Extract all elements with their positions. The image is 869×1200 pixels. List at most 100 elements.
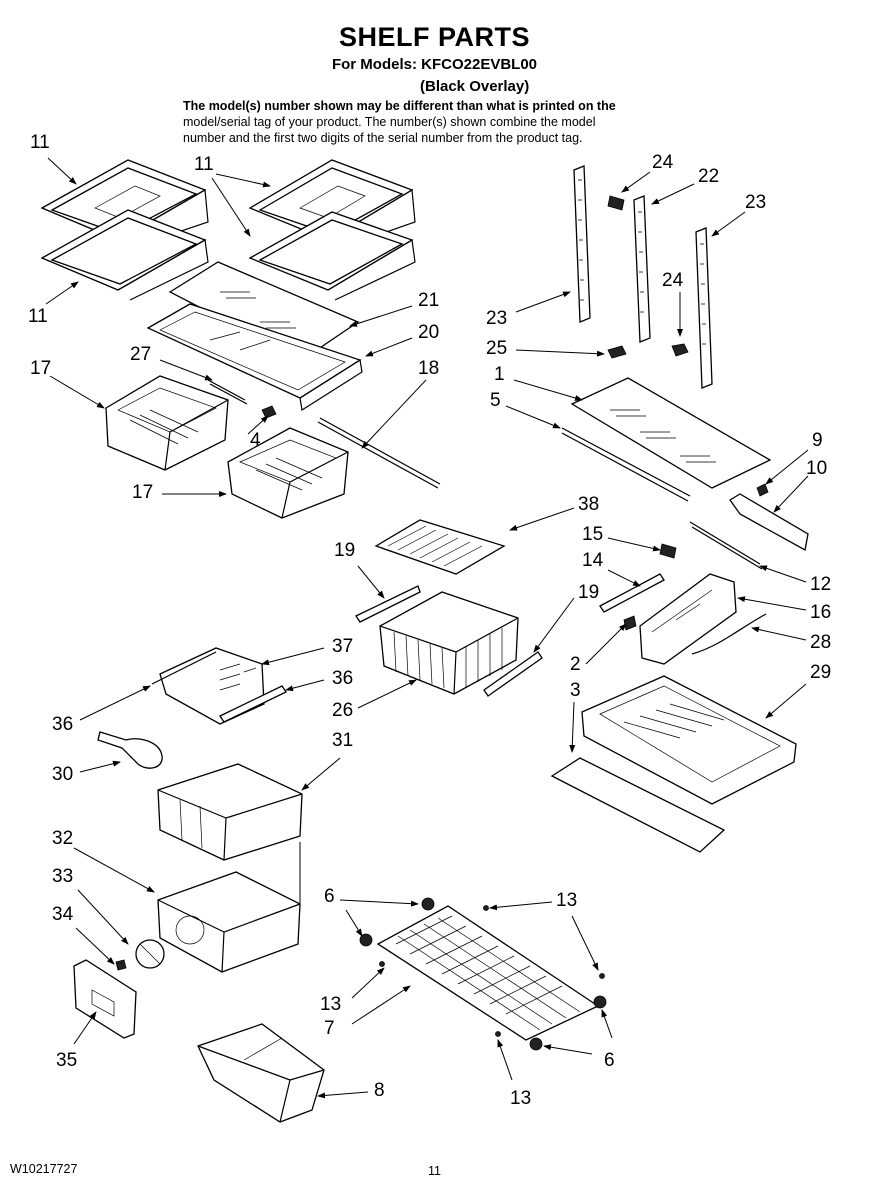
part-23-shelf-ladder-left bbox=[573, 165, 591, 323]
callout-6-lower: 6 bbox=[604, 1050, 615, 1071]
callout-19-left: 19 bbox=[334, 540, 356, 561]
callout-9: 9 bbox=[812, 430, 823, 451]
callout-18: 18 bbox=[418, 358, 440, 379]
callout-25: 25 bbox=[486, 338, 508, 359]
part-16-control-housing bbox=[639, 573, 737, 665]
notice-line-2: model/serial tag of your product. The nu… bbox=[183, 115, 596, 129]
part-34-clip bbox=[115, 959, 127, 971]
variant-line: (Black Overlay) bbox=[420, 78, 530, 95]
part-5-trim-strip bbox=[561, 427, 691, 502]
callout-14: 14 bbox=[582, 550, 604, 571]
callout-7: 7 bbox=[324, 1018, 335, 1039]
callout-26: 26 bbox=[332, 700, 354, 721]
callout-28: 28 bbox=[810, 632, 832, 653]
callout-6-upper: 6 bbox=[324, 886, 335, 907]
part-7-sliding-basket bbox=[376, 905, 600, 1041]
part-27-rail bbox=[207, 379, 248, 405]
callout-36-left: 36 bbox=[52, 714, 74, 735]
part-12-wire-harness bbox=[689, 521, 763, 570]
callout-11-lower-left: 11 bbox=[28, 306, 48, 327]
callout-12: 12 bbox=[810, 574, 832, 595]
part-33-humidity-dial bbox=[135, 939, 165, 969]
callout-11-center: 11 bbox=[194, 154, 214, 175]
callout-32: 32 bbox=[52, 828, 74, 849]
callout-20: 20 bbox=[418, 322, 440, 343]
part-6-roller-top bbox=[421, 897, 435, 911]
part-13-pin-left bbox=[379, 961, 385, 967]
leader-arrow bbox=[45, 157, 809, 1099]
part-25-screw bbox=[607, 345, 627, 359]
part-19-slide-left bbox=[355, 585, 421, 623]
part-4-clip bbox=[261, 405, 277, 419]
callout-15: 15 bbox=[582, 524, 604, 545]
part-11-shelf-frame-left-upper bbox=[40, 159, 209, 251]
part-38-grid-shelf bbox=[374, 519, 506, 575]
callout-24-upper: 24 bbox=[652, 152, 674, 173]
part-13-pin-bottom bbox=[495, 1031, 501, 1037]
callout-10: 10 bbox=[806, 458, 828, 479]
part-6-roller-bottom bbox=[529, 1037, 543, 1051]
part-14-slide-track bbox=[599, 573, 665, 613]
part-2-clip bbox=[623, 615, 637, 631]
part-31-storage-bin bbox=[157, 763, 303, 861]
callout-13-left: 13 bbox=[320, 994, 342, 1015]
part-26-wire-basket bbox=[379, 591, 519, 695]
page-number: 11 bbox=[428, 1164, 441, 1178]
part-11-shelf-frame-left-lower bbox=[40, 209, 209, 301]
part-8-divided-bin bbox=[197, 1023, 325, 1123]
part-13-pin-top bbox=[483, 905, 489, 911]
part-22-shelf-ladder-center bbox=[633, 195, 651, 343]
callout-23-right: 23 bbox=[745, 192, 767, 213]
part-3-tray-front bbox=[550, 757, 726, 853]
callout-3: 3 bbox=[570, 680, 581, 701]
callout-24-lower: 24 bbox=[662, 270, 684, 291]
callout-17-upper: 17 bbox=[30, 358, 52, 379]
callout-17-lower: 17 bbox=[132, 482, 154, 503]
part-17-crisper-drawer-right bbox=[227, 427, 349, 519]
callout-29: 29 bbox=[810, 662, 832, 683]
callout-33: 33 bbox=[52, 866, 74, 887]
part-37-drawer-cover bbox=[159, 647, 265, 725]
page-title: SHELF PARTS bbox=[338, 22, 530, 52]
part-35-bin-cover bbox=[73, 959, 137, 1039]
part-20-crisper-cover-frame bbox=[146, 303, 363, 411]
part-24-screw-lower bbox=[671, 343, 689, 357]
callout-5: 5 bbox=[490, 390, 501, 411]
callout-21: 21 bbox=[418, 290, 440, 311]
callout-34: 34 bbox=[52, 904, 74, 925]
callout-1: 1 bbox=[494, 364, 505, 385]
callout-19-right: 19 bbox=[578, 582, 600, 603]
part-36-cover-rail-bottom bbox=[219, 685, 287, 723]
callout-30: 30 bbox=[52, 764, 74, 785]
part-6-roller-left bbox=[359, 933, 373, 947]
part-13-pin-right bbox=[599, 973, 605, 979]
model-line: For Models: KFCO22EVBL00 bbox=[331, 56, 538, 73]
callout-13-lower: 13 bbox=[510, 1088, 532, 1109]
part-1-glass-shelf bbox=[570, 377, 772, 489]
callout-13-upper: 13 bbox=[556, 890, 578, 911]
part-36-cover-rail-top bbox=[151, 651, 217, 685]
callout-2: 2 bbox=[570, 654, 581, 675]
part-15-screw bbox=[659, 543, 677, 559]
callout-27: 27 bbox=[130, 344, 152, 365]
part-32-crisper-bin bbox=[157, 871, 301, 973]
part-9-clip bbox=[756, 483, 769, 497]
part-19-slide-right bbox=[483, 651, 543, 697]
callout-37: 37 bbox=[332, 636, 354, 657]
part-11-shelf-frame-center-lower bbox=[248, 211, 416, 301]
part-18-divider-rod bbox=[317, 417, 441, 489]
callout-23-left: 23 bbox=[486, 308, 508, 329]
model-notice: The model(s) number shown may be differe… bbox=[183, 98, 743, 146]
part-10-shelf-bracket bbox=[729, 493, 809, 552]
callout-4: 4 bbox=[250, 430, 261, 451]
callout-16: 16 bbox=[810, 602, 832, 623]
part-30-ice-scoop bbox=[97, 731, 163, 769]
callout-38: 38 bbox=[578, 494, 600, 515]
notice-line-1: The model(s) number shown may be differe… bbox=[183, 99, 616, 113]
callout-36-right: 36 bbox=[332, 668, 354, 689]
part-28-sensor-wire bbox=[691, 613, 767, 655]
callout-22: 22 bbox=[698, 166, 720, 187]
part-24-screw-upper bbox=[607, 195, 625, 211]
part-6-roller-right bbox=[593, 995, 607, 1009]
